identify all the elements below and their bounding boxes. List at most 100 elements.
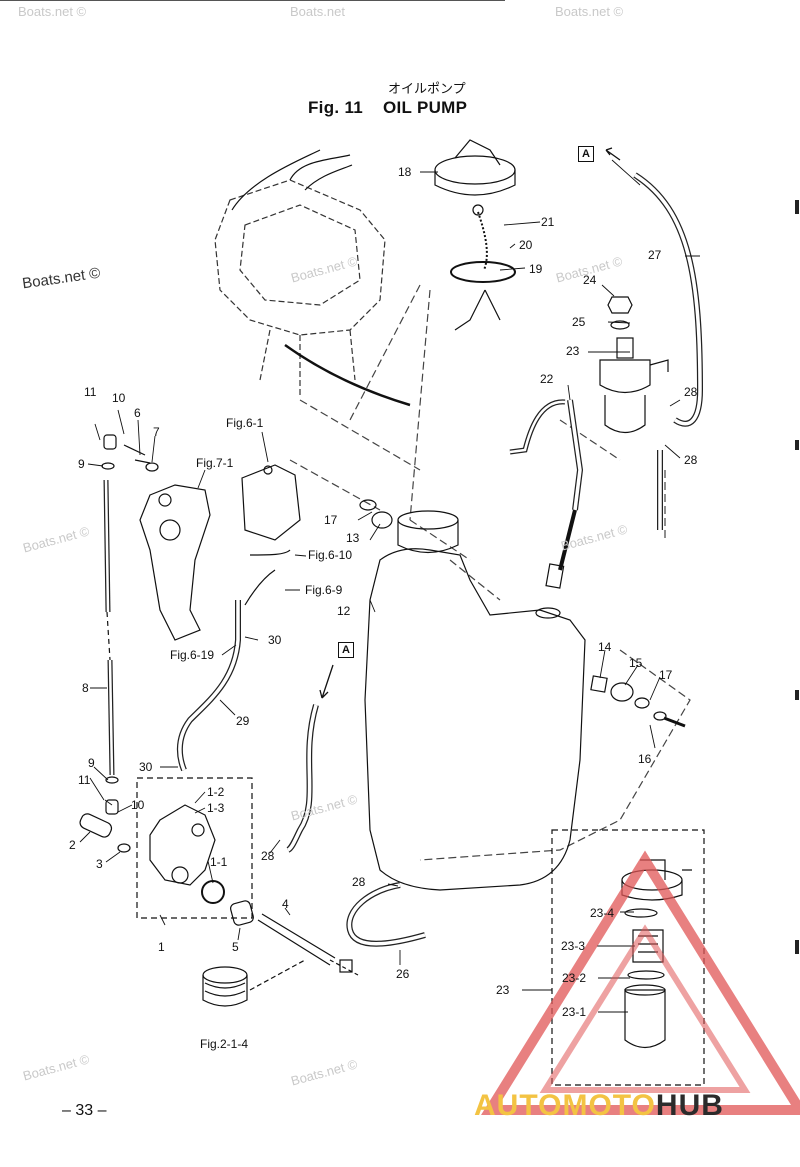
fuel-pump	[241, 464, 301, 541]
figure-name: OIL PUMP	[383, 98, 468, 117]
nut-washer	[607, 296, 633, 330]
callout-25: 25	[572, 315, 586, 329]
callout-22: 22	[540, 372, 554, 386]
callout-23-3: 23-3	[561, 939, 586, 953]
callout-17-right: 17	[659, 668, 673, 682]
wire-harness	[231, 149, 353, 211]
callout-30-upper: 30	[268, 633, 282, 647]
hose-26	[346, 882, 426, 947]
oil-level-cable	[284, 343, 411, 407]
edge-mark	[795, 200, 799, 214]
hose-22	[509, 399, 584, 589]
tank-fittings	[590, 675, 686, 728]
page-number: – 33 –	[62, 1102, 107, 1119]
callout-30-lower: 30	[139, 760, 153, 774]
callout-23-upper: 23	[566, 344, 580, 358]
callout-fig7-1: Fig.7-1	[196, 456, 234, 470]
callout-26: 26	[396, 967, 410, 981]
callout-4: 4	[282, 897, 289, 911]
callout-24: 24	[583, 273, 597, 287]
pump-bracket	[139, 484, 211, 641]
filter-bowl	[624, 984, 666, 1049]
callout-6: 6	[134, 406, 141, 420]
cap-gasket	[450, 261, 516, 283]
edge-mark	[795, 940, 799, 954]
automotohub-logo: AUTOMOTOHUB	[474, 1089, 724, 1122]
callout-10-lower: 10	[131, 798, 145, 812]
figure-title: Fig. 11 OIL PUMP	[308, 98, 467, 118]
callout-13: 13	[346, 531, 360, 545]
callout-1-2: 1-2	[207, 785, 225, 799]
filter-o-ring	[624, 908, 658, 918]
callout-fig2-1-4: Fig.2-1-4	[200, 1037, 249, 1051]
callout-10-upper: 10	[112, 391, 126, 405]
arrow-A-mid	[319, 664, 334, 699]
tank-cap	[434, 139, 516, 196]
callout-15: 15	[629, 656, 643, 670]
callout-11-lower: 11	[78, 773, 91, 787]
cap-chain	[477, 211, 488, 271]
assembly-lines	[289, 284, 691, 861]
callout-fig6-10: Fig.6-10	[308, 548, 353, 562]
top-rule	[0, 0, 505, 1]
callout-28-b: 28	[684, 453, 698, 467]
engine-block	[214, 179, 386, 395]
callout-23-lower: 23	[496, 983, 510, 997]
gear-fig2-1-4	[202, 966, 248, 1007]
callout-28-left: 28	[261, 849, 275, 863]
callout-2: 2	[69, 838, 76, 852]
callout-20: 20	[519, 238, 533, 252]
filter-box	[551, 829, 705, 1086]
leader-lines	[79, 159, 700, 1013]
edge-mark	[795, 440, 799, 450]
callout-1-1: 1-1	[210, 855, 228, 869]
oil-pump	[149, 804, 216, 886]
callout-1: 1	[158, 940, 165, 954]
callout-23-4: 23-4	[590, 906, 615, 920]
callout-19: 19	[529, 262, 543, 276]
figure-number: Fig. 11	[308, 98, 364, 117]
callout-1-3: 1-3	[207, 801, 225, 815]
callout-14: 14	[598, 640, 612, 654]
level-gauge	[454, 289, 501, 331]
arrow-A-top	[605, 147, 621, 161]
watermark: Boats.net	[290, 4, 345, 19]
callout-9-lower: 9	[88, 756, 95, 770]
callout-28-a: 28	[684, 385, 698, 399]
callout-27: 27	[648, 248, 662, 262]
callout-23-1: 23-1	[562, 1005, 587, 1019]
callout-28-tank: 28	[352, 875, 366, 889]
callout-7: 7	[153, 425, 160, 439]
callout-fig6-9: Fig.6-9	[305, 583, 343, 597]
reference-box-a-top: A	[578, 146, 594, 162]
callout-23-2: 23-2	[562, 971, 587, 985]
callout-3: 3	[96, 857, 103, 871]
reference-box-a-middle: A	[338, 642, 354, 658]
oil-filter-upper	[599, 337, 669, 434]
logo-triangle	[481, 850, 800, 1115]
callout-5: 5	[232, 940, 239, 954]
callout-11-upper: 11	[84, 385, 97, 399]
filter-gasket	[627, 970, 665, 980]
rod-fittings	[101, 434, 159, 815]
callout-fig6-1: Fig.6-1	[226, 416, 264, 430]
drive-shaft	[230, 900, 359, 976]
callout-29: 29	[236, 714, 250, 728]
hose-fig6-10	[244, 549, 291, 606]
chain-ring	[472, 204, 484, 216]
callout-18: 18	[398, 165, 412, 179]
o-ring	[201, 880, 225, 904]
callout-9-upper: 9	[78, 457, 85, 471]
lever-2	[79, 813, 131, 853]
oil-tank	[364, 510, 586, 891]
title-japanese: オイルポンプ	[388, 81, 466, 96]
oil-pump-box	[136, 777, 253, 919]
cap-13	[359, 499, 393, 529]
callout-16: 16	[638, 752, 652, 766]
edge-mark	[795, 690, 799, 700]
hose-29	[176, 600, 241, 772]
callout-fig6-19: Fig.6-19	[170, 648, 215, 662]
callout-12: 12	[337, 604, 351, 618]
watermark: Boats.net ©	[555, 4, 624, 19]
